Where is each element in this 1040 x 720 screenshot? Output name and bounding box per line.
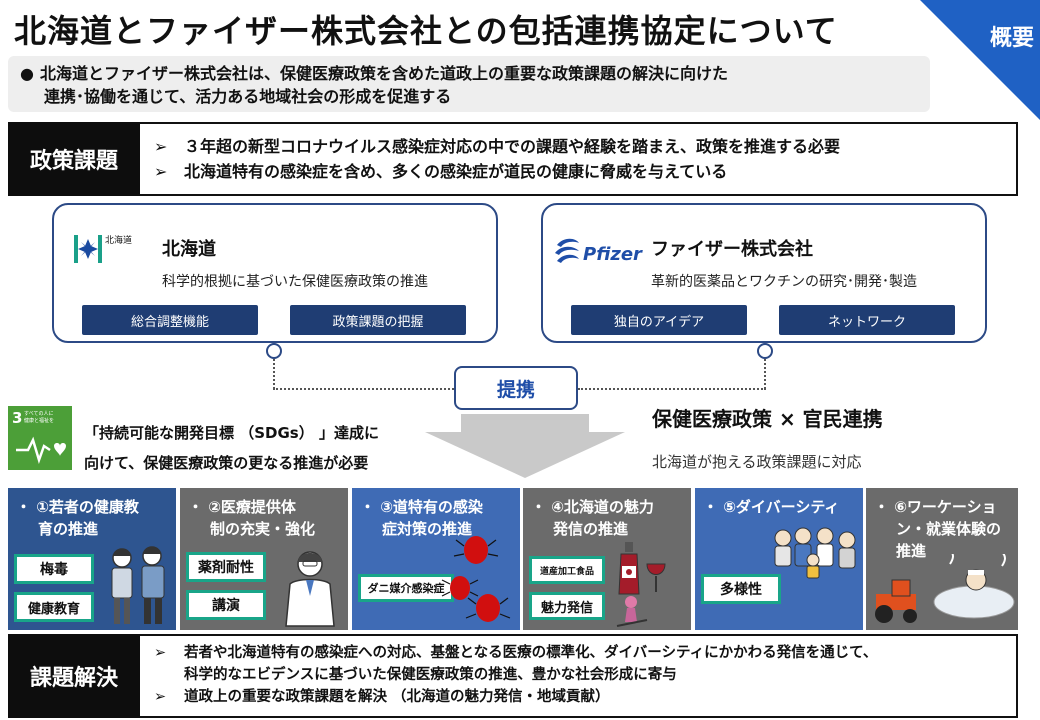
hokkaido-emblem-icon: 北海道 xyxy=(74,234,132,263)
policy-issues-box: 政策課題 ➢ ３年超の新型コロナウイルス感染症対応の中での課題や経験を踏まえ、政策… xyxy=(8,122,1018,196)
pfizer-logo: Pfizer xyxy=(553,235,643,273)
tile-infectious-disease: ・ ③道特有の感染 症対策の推進 ダニ媒介感染症 xyxy=(352,488,520,630)
tag-processed-food: 道産加工食品 xyxy=(529,556,605,584)
tag-health-education: 健康教育 xyxy=(14,592,94,622)
tag-diversity: 多様性 xyxy=(701,574,781,604)
summary-line-1: 北海道とファイザー株式会社は、保健医療政策を含めた道政上の重要な政策課題の解決に… xyxy=(40,64,729,83)
sdg-icon-text-2: 健康と福祉を xyxy=(24,417,54,424)
tile-youth-health: ・ ①若者の健康教 育の推進 梅毒 健康教育 xyxy=(8,488,176,630)
arrow-bullet-icon: ➢ xyxy=(154,645,167,661)
dotted-connector xyxy=(578,388,766,390)
policy-issues-label: 政策課題 xyxy=(8,122,140,196)
wine-skier-illustration-icon xyxy=(616,542,666,627)
tag-appeal-promotion: 魅力発信 xyxy=(529,592,605,620)
students-illustration-icon xyxy=(111,546,165,624)
tag-lecture: 講演 xyxy=(186,590,266,620)
hokkaido-name: 北海道 xyxy=(162,239,216,260)
arrow-bullet-icon: ➢ xyxy=(154,162,168,181)
hokkaido-pill-issues: 政策課題の把握 xyxy=(290,305,466,335)
partnership-label: 提携 xyxy=(454,366,578,410)
arrow-bullet-icon: ➢ xyxy=(154,689,167,705)
tile-heading-line: ・ ⑤ダイバーシティ xyxy=(703,498,840,516)
result-line-3: 道政上の重要な政策課題を解決 （北海道の魅力発信・地域貢献） xyxy=(184,689,610,705)
pfizer-name: ファイザー株式会社 xyxy=(651,239,813,260)
dotted-connector xyxy=(764,359,766,389)
sdg-icon-text-1: すべての人に xyxy=(24,411,53,417)
tile-workation: ・ ⑥ワーケーショ ン・就業体験の 推進 xyxy=(866,488,1018,630)
dotted-connector xyxy=(273,388,454,390)
hokkaido-desc: 科学的根拠に基づいた保健医療政策の推進 xyxy=(162,274,428,290)
tile-heading: ・ ⑥ワーケーショ ン・就業体験の 推進 xyxy=(874,496,1001,562)
down-arrow-icon xyxy=(425,414,625,478)
hokkaido-logo: 北海道 xyxy=(74,231,144,271)
tile-heading-line: ・ ④北海道の魅力 xyxy=(531,498,654,516)
summary-line-2: 連携･協働を通じて、活力ある地域社会の形成を促進する xyxy=(44,87,452,106)
tile-heading-line: 制の充実・強化 xyxy=(210,520,316,538)
tile-heading-line: ン・就業体験の xyxy=(896,520,1002,538)
tile-heading-line: ・ ②医療提供体 xyxy=(188,498,296,516)
corner-banner xyxy=(920,0,1040,120)
tag-tick-borne-disease: ダニ媒介感染症 xyxy=(358,574,454,602)
policy-title: 保健医療政策 × 官民連携 xyxy=(652,407,883,431)
tractor-onsen-illustration-icon xyxy=(875,554,1015,623)
pfizer-desc: 革新的医薬品とワクチンの研究･開発･製造 xyxy=(651,274,917,290)
tile-heading: ・ ④北海道の魅力 発信の推進 xyxy=(531,496,654,540)
family-illustration-icon xyxy=(774,527,856,579)
tile-hokkaido-appeal: ・ ④北海道の魅力 発信の推進 道産加工食品 魅力発信 xyxy=(523,488,691,630)
result-line-1: 若者や北海道特有の感染症への対応、基盤となる医療の標準化、ダイバーシティにかかわ… xyxy=(184,645,878,661)
result-box: 課題解決 ➢ 若者や北海道特有の感染症への対応、基盤となる医療の標準化、ダイバーシ… xyxy=(8,634,1018,718)
pfizer-logo-icon: Pfizer xyxy=(555,238,643,265)
hokkaido-card: 北海道 北海道 科学的根拠に基づいた保健医療政策の推進 総合調整機能 政策課題の… xyxy=(52,203,498,343)
issue-item: ３年超の新型コロナウイルス感染症対応の中での課題や経験を踏まえ、政策を推進する必… xyxy=(184,137,841,156)
tile-heading-line: 育の推進 xyxy=(38,520,99,538)
tile-heading-line: ・ ③道特有の感染 xyxy=(360,498,483,516)
pfizer-pill-network: ネットワーク xyxy=(779,305,955,335)
pfizer-logo-text: Pfizer xyxy=(583,244,643,265)
hokkaido-logo-text: 北海道 xyxy=(105,234,132,246)
doctor-illustration-icon xyxy=(285,551,335,627)
dotted-connector xyxy=(273,359,275,389)
arrow-bullet-icon: ➢ xyxy=(154,137,168,156)
tile-heading-line: ・ ⑥ワーケーショ xyxy=(874,498,997,516)
tag-syphilis: 梅毒 xyxy=(14,554,94,584)
result-line-2: 科学的なエビデンスに基づいた保健医療政策の推進、豊かな社会形成に寄与 xyxy=(184,667,677,683)
policy-subtitle: 北海道が抱える政策課題に対応 xyxy=(652,453,862,471)
tag-antimicrobial-resistance: 薬剤耐性 xyxy=(186,552,266,582)
sdg-number: 3 xyxy=(12,409,22,427)
issue-item: 北海道特有の感染症を含め、多くの感染症が道民の健康に脅威を与えている xyxy=(184,162,728,181)
pfizer-card: Pfizer ファイザー株式会社 革新的医薬品とワクチンの研究･開発･製造 独自… xyxy=(541,203,987,343)
bullet-dot-icon: ● xyxy=(20,64,34,83)
tile-diversity: ・ ⑤ダイバーシティ 多様性 xyxy=(695,488,863,630)
sdg-text: 「持続可能な開発目標 （SDGs） 」達成に 向けて、保健医療政策の更なる推進が… xyxy=(84,418,379,478)
tile-heading: ・ ③道特有の感染 症対策の推進 xyxy=(360,496,483,540)
hokkaido-pill-coordination: 総合調整機能 xyxy=(82,305,258,335)
tile-heading-line: ・ ①若者の健康教 xyxy=(16,498,139,516)
tile-heading: ・ ⑤ダイバーシティ xyxy=(703,496,839,518)
tile-heading: ・ ②医療提供体 制の充実・強化 xyxy=(188,496,315,540)
result-label: 課題解決 xyxy=(8,634,140,718)
summary-box: ● 北海道とファイザー株式会社は、保健医療政策を含めた道政上の重要な政策課題の解決… xyxy=(8,56,930,112)
sdg-goal-3-icon: 3 すべての人に 健康と福祉を xyxy=(8,406,72,470)
result-list: ➢ 若者や北海道特有の感染症への対応、基盤となる医療の標準化、ダイバーシティにかか… xyxy=(154,642,877,708)
connector-knob-left xyxy=(266,343,282,359)
corner-label: 概要 xyxy=(989,26,1034,51)
tile-heading-line: 発信の推進 xyxy=(553,520,629,538)
tile-heading-line: 推進 xyxy=(896,542,927,560)
policy-issues-list: ➢ ３年超の新型コロナウイルス感染症対応の中での課題や経験を踏まえ、政策を推進する… xyxy=(154,134,840,184)
tick-illustration-icon xyxy=(441,536,511,622)
tile-medical-care: ・ ②医療提供体 制の充実・強化 薬剤耐性 講演 xyxy=(180,488,348,630)
page-title: 北海道とファイザー株式会社との包括連携協定について xyxy=(14,12,838,50)
tile-heading-line: 症対策の推進 xyxy=(382,520,473,538)
sdg-line-1: 「持続可能な開発目標 （SDGs） 」達成に xyxy=(84,424,379,442)
connector-knob-right xyxy=(757,343,773,359)
sdg-line-2: 向けて、保健医療政策の更なる推進が必要 xyxy=(84,454,369,472)
pfizer-pill-ideas: 独自のアイデア xyxy=(571,305,747,335)
tile-heading: ・ ①若者の健康教 育の推進 xyxy=(16,496,139,540)
